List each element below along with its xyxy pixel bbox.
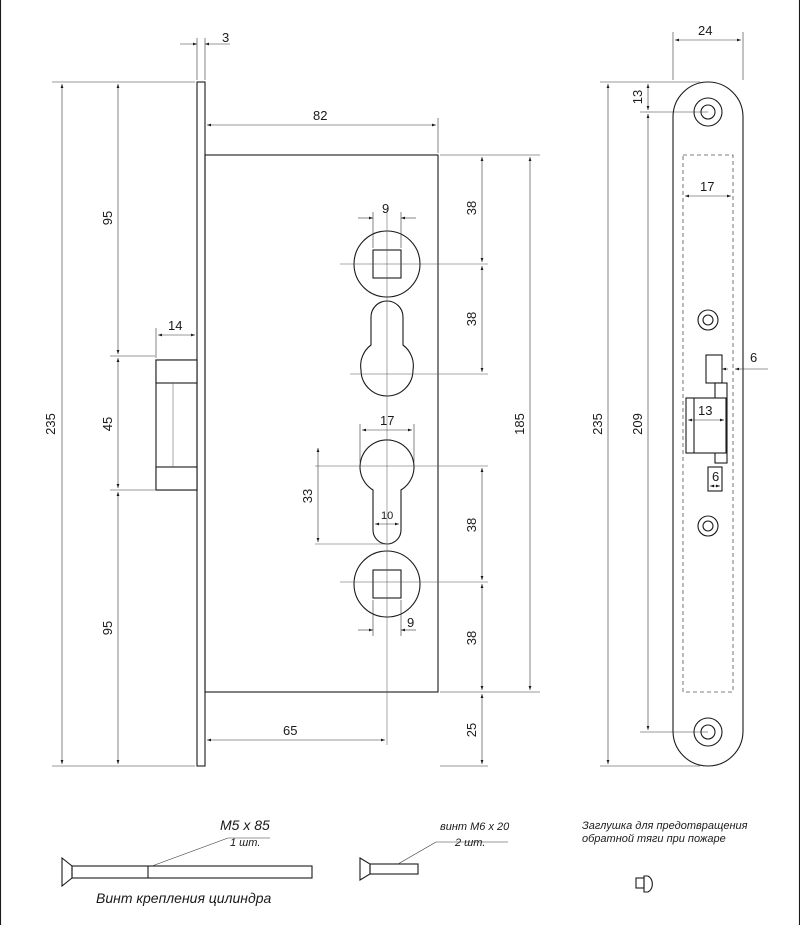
fire-plug-icon — [635, 875, 653, 893]
screw-long-caption: Винт крепления цилиндра — [96, 890, 272, 906]
faceplate-dimensions: 24 13 17 235 209 6 13 6 — [590, 23, 768, 767]
spindle-hub-top — [340, 230, 488, 298]
dim-spindle-bottom: 9 — [407, 615, 414, 630]
dim-deadbolt-projection: 6 — [750, 350, 757, 365]
cylinder-screw-long — [61, 837, 313, 888]
dim-spacing-2: 38 — [464, 312, 479, 326]
dim-cylinder-width: 17 — [380, 413, 394, 428]
dim-top-hole-offset: 13 — [630, 90, 645, 104]
dim-cylinder-height: 45 — [100, 417, 115, 431]
front-dimensions: 3 82 235 95 45 95 14 9 38 — [43, 30, 540, 767]
dim-slot-width: 10 — [381, 510, 393, 522]
screw-long-spec: M5 x 85 — [220, 817, 270, 833]
dim-hole-spacing: 209 — [630, 413, 645, 435]
dim-spindle-top: 9 — [382, 201, 389, 216]
lock-case — [204, 154, 439, 693]
deadbolt — [705, 354, 723, 384]
dim-faceplate-height: 235 — [590, 413, 605, 435]
case-hidden-outline — [682, 154, 734, 693]
dim-inner-width: 17 — [700, 179, 714, 194]
screw-m6-short — [359, 841, 508, 881]
screw-short-qty: 2 шт. — [454, 837, 485, 849]
dim-bottom-offset: 25 — [464, 723, 479, 737]
keyhole-slot-upper — [350, 300, 488, 397]
plug-note-line1: Заглушка для предотвращения — [582, 820, 748, 832]
spindle-hub-bottom — [340, 550, 488, 618]
dim-backset: 65 — [283, 723, 297, 738]
faceplate-side-view — [672, 81, 744, 767]
fix-hole-upper — [697, 309, 719, 331]
latch-tongue — [685, 397, 727, 454]
dim-plate-thickness: 3 — [222, 30, 229, 45]
dim-auxiliary-bolt: 6 — [712, 469, 719, 484]
plug-note-line2: обратной тяги при пожаре — [582, 833, 726, 845]
dim-cylinder-slot: 33 — [300, 489, 315, 503]
lock-body-front-view — [155, 81, 488, 767]
dim-spacing-3: 38 — [464, 518, 479, 532]
dim-upper-offset: 95 — [100, 211, 115, 225]
fix-hole-lower — [697, 515, 719, 537]
dim-lower-offset: 95 — [100, 621, 115, 635]
screw-long-qty: 1 шт. — [230, 837, 260, 849]
screw-short-spec: винт М6 х 20 — [440, 821, 510, 833]
dim-latch-width: 13 — [698, 403, 712, 418]
dim-total-height: 235 — [43, 413, 58, 435]
dim-case-height: 185 — [512, 413, 527, 435]
dim-faceplate-width: 24 — [698, 23, 712, 38]
dim-spacing-1: 38 — [464, 201, 479, 215]
faceplate-outline — [672, 81, 744, 767]
euro-cylinder-cutout — [315, 439, 488, 545]
dim-spacing-4: 38 — [464, 631, 479, 645]
dim-case-depth: 82 — [313, 108, 327, 123]
front-faceplate — [196, 81, 206, 767]
dim-cylinder-depth: 14 — [168, 318, 182, 333]
